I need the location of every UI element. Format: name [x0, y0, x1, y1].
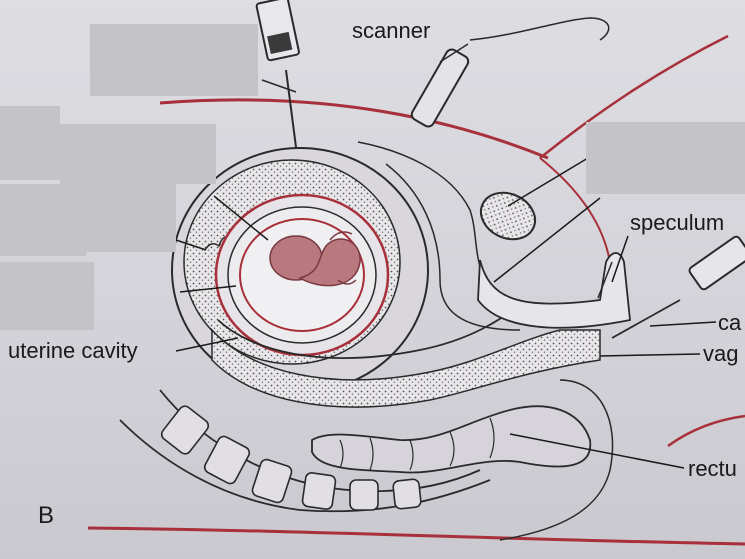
label-vagina-partial: vag: [703, 341, 739, 366]
hidden-label-box: [60, 124, 216, 184]
label-cannula-partial: ca: [718, 310, 742, 335]
body-contour: [469, 17, 610, 41]
hidden-label-box: [0, 262, 94, 330]
abdominal-wall-line: [159, 98, 549, 160]
leader-speculum: [611, 235, 629, 283]
leader-cannula: [649, 321, 717, 327]
label-scanner: scanner: [352, 18, 431, 43]
label-uterine-cavity: uterine cavity: [8, 338, 138, 363]
abdominal-wall-upper: [539, 34, 729, 159]
hidden-label-box: [86, 184, 176, 252]
speculum: [477, 252, 631, 329]
leader-cervix: [493, 197, 601, 283]
hidden-label-box: [586, 122, 745, 194]
pelvic-contour-2: [385, 163, 521, 331]
cannula-syringe: [611, 235, 745, 339]
leader-rectum: [509, 433, 685, 469]
label-speculum: speculum: [630, 210, 725, 235]
fetus: [269, 231, 361, 287]
rectum-folds: [339, 417, 495, 471]
leader-bladder: [507, 157, 589, 207]
uterine-cavity-fill: [211, 328, 601, 408]
leader-fetus: [213, 195, 269, 241]
skin-line-bottom: [87, 526, 745, 546]
leader-vagina: [599, 353, 701, 357]
bladder: [479, 191, 537, 241]
sacrum-spine: [119, 389, 491, 513]
hidden-label-box: [0, 184, 86, 256]
body-contour-right: [499, 379, 614, 541]
skin-line-right: [667, 414, 745, 448]
leader-amnion-2: [179, 285, 237, 293]
leader-uterine-cavity: [175, 337, 239, 352]
panel-letter: B: [38, 502, 55, 529]
leader-amnion-1: [175, 239, 207, 251]
hidden-label-box: [0, 106, 60, 180]
scanner-probe: [410, 43, 470, 128]
label-rectum-partial: rectu: [688, 456, 737, 481]
uterine-cavity-wall: [217, 304, 521, 359]
hidden-label-box: [90, 24, 258, 96]
rectum: [311, 405, 592, 474]
